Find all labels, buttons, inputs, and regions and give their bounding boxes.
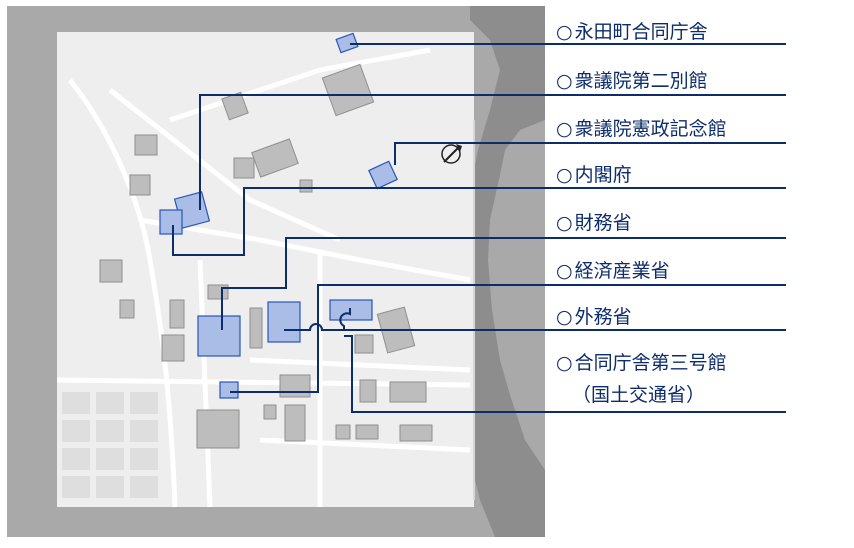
label-kensei: ○衆議院憲政記念館	[556, 118, 727, 140]
label-godo3-sub: （国土交通省）	[572, 384, 706, 406]
bldg-nagatacho	[335, 32, 359, 54]
city-blocks	[62, 392, 158, 498]
leader-zaimusho	[221, 237, 786, 330]
bldg-naikakufu	[159, 209, 183, 235]
north-arrow-icon	[441, 144, 462, 164]
leader-keisan	[284, 323, 786, 331]
leader-lines	[172, 43, 786, 413]
bldg-keisan	[267, 301, 301, 343]
bldg-godo3	[219, 381, 239, 399]
bldg-zaimusho	[197, 315, 241, 357]
leader-gaimusho	[339, 308, 351, 330]
bldg-kensei	[368, 160, 398, 190]
label-naikakufu: ○内閣府	[556, 164, 632, 186]
label-godo3: ○合同庁舎第三号館	[556, 352, 727, 374]
leader-godo3	[230, 284, 786, 393]
label-shugiin-2: ○衆議院第二別館	[556, 70, 708, 92]
leader-kensei	[394, 142, 786, 165]
leader-shugiin-2	[199, 94, 786, 210]
roads	[56, 47, 471, 508]
label-nagatacho: ○永田町合同庁舎	[556, 21, 708, 43]
label-zaimusho: ○財務省	[556, 212, 632, 234]
leader-gaimusho-2	[344, 335, 786, 413]
buildings	[99, 63, 433, 449]
label-gaimusho: ○外務省	[556, 306, 632, 328]
leader-naikakufu	[172, 187, 786, 256]
moat-water	[455, 6, 545, 537]
label-keisan: ○経済産業省	[556, 260, 670, 282]
